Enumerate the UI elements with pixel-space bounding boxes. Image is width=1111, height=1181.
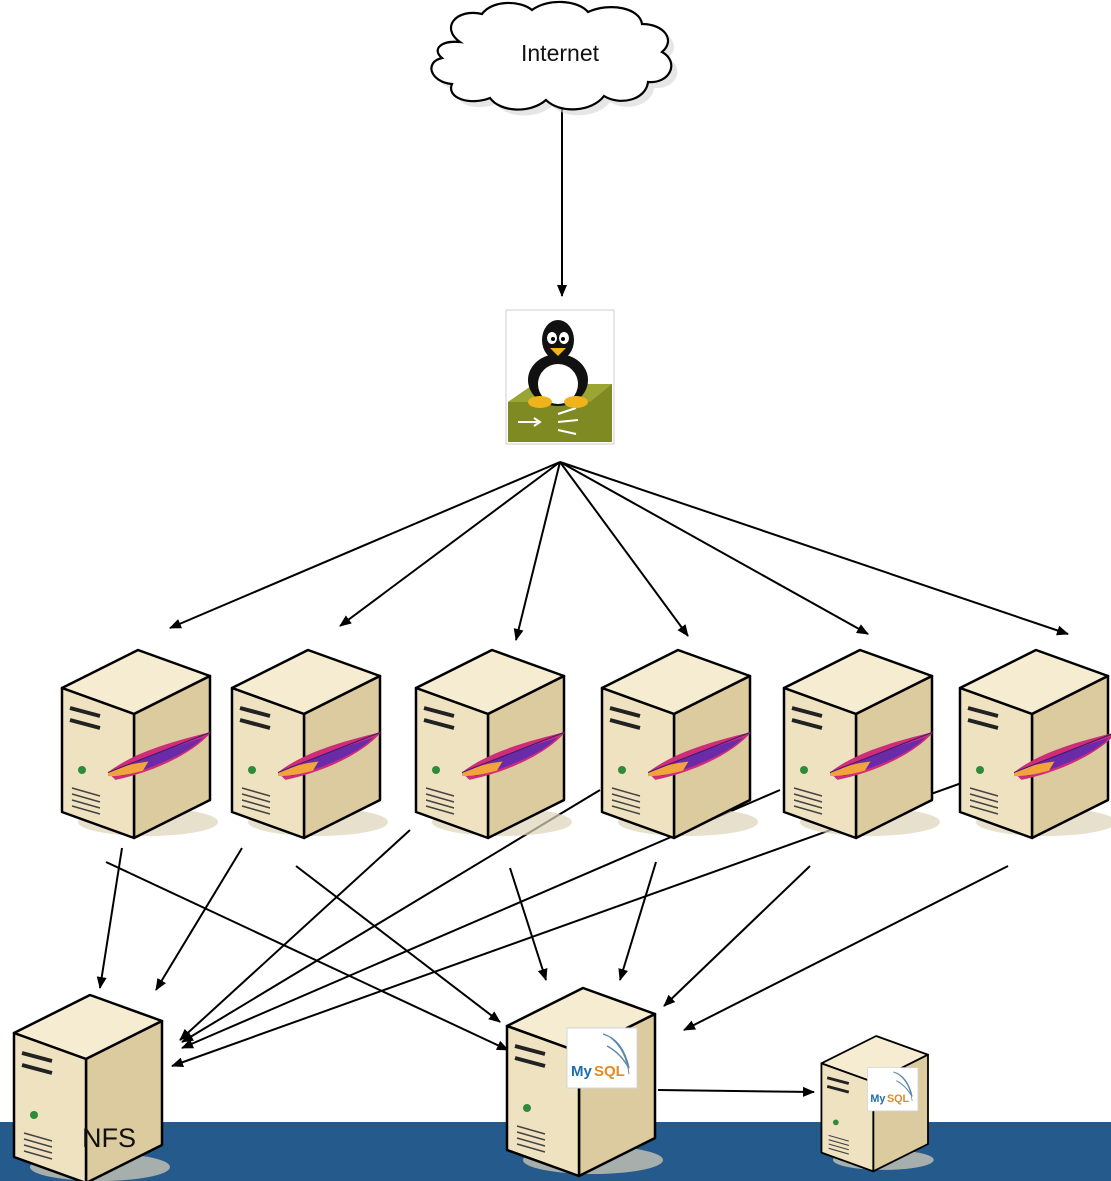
- linux-router-icon: [508, 320, 612, 442]
- edge-router-to-web-4: [559, 461, 689, 637]
- edge-router-to-web-1: [169, 461, 561, 629]
- nfs-label: NFS: [82, 1123, 136, 1153]
- internet-label: Internet: [521, 40, 600, 66]
- mysql-replica-logo-my: My: [870, 1093, 885, 1105]
- edge-web-3-to-nfs: [179, 829, 411, 1041]
- edge-web-5-to-mysql: [663, 865, 811, 1007]
- web-server-6: [958, 648, 1111, 840]
- edge-web-1-to-mysql: [105, 861, 509, 1051]
- web-server-5: [782, 648, 942, 840]
- connector-lines: [96, 95, 1069, 1097]
- edge-web-3-to-mysql: [509, 867, 548, 981]
- web-server-2: [230, 648, 390, 840]
- edge-router-to-web-3: [513, 461, 561, 641]
- mysql-primary-server: My SQL: [505, 986, 665, 1178]
- mysql-logo-sql: SQL: [594, 1063, 625, 1080]
- edge-router-to-web-5: [559, 461, 869, 635]
- mysql-replica-server: My SQL: [820, 1034, 936, 1173]
- web-server-3: [414, 648, 574, 840]
- internet-cloud: Internet: [430, 0, 678, 116]
- mysql-replica-logo-sql: SQL: [887, 1093, 910, 1105]
- mysql-logo-icon: My SQL: [566, 1027, 638, 1089]
- edge-web-2-to-nfs: [155, 847, 243, 991]
- edge-web-4-to-mysql: [618, 861, 657, 981]
- mysql-logo-my: My: [571, 1063, 592, 1080]
- edge-mysql-to-replica: [657, 1086, 815, 1097]
- edge-web-1-to-nfs: [96, 847, 123, 989]
- edge-web-6-to-mysql: [683, 865, 1009, 1031]
- edge-router-to-web-6: [559, 461, 1069, 636]
- mysql-logo-icon: My SQL: [867, 1067, 919, 1112]
- load-balancer-node: [505, 309, 615, 445]
- web-server-1: [60, 648, 220, 840]
- nfs-server: NFS: [12, 993, 172, 1181]
- edge-router-to-web-2: [339, 461, 561, 627]
- edge-web-2-to-mysql: [295, 865, 501, 1023]
